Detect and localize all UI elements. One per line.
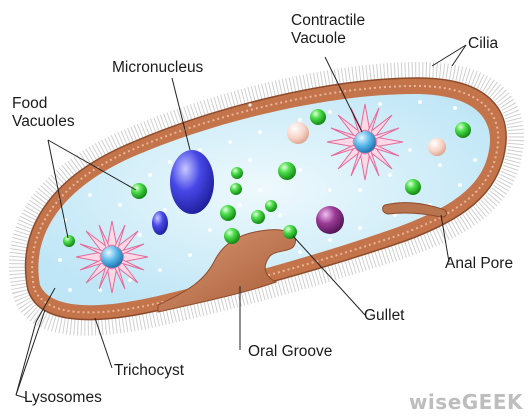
contractile-vacuole-label: Contractile Vacuole xyxy=(291,12,365,48)
food-vacuoles-label: Food Vacuoles xyxy=(12,95,75,131)
food-vacuoles-label-line2: Vacuoles xyxy=(12,113,75,131)
wisegeek-watermark: wiseGEEK xyxy=(409,390,523,414)
cilia-label: Cilia xyxy=(468,35,498,53)
small-nucleus-shape xyxy=(152,211,168,235)
gullet-label: Gullet xyxy=(364,307,405,325)
oral-groove-label: Oral Groove xyxy=(248,343,332,361)
peach-vacuole xyxy=(287,122,309,144)
lysosomes-label: Lysosomes xyxy=(24,389,102,407)
contractile-vacuole-left xyxy=(76,221,148,293)
micronucleus-label: Micronucleus xyxy=(112,59,203,77)
micronucleus-shape xyxy=(170,150,214,214)
peach-vacuole xyxy=(428,138,446,156)
contractile-vacuole-label-line2: Vacuole xyxy=(291,30,365,48)
contractile-vacuole-label-line1: Contractile xyxy=(291,12,365,30)
trichocyst-label: Trichocyst xyxy=(114,362,184,380)
purple-vacuole xyxy=(316,206,344,234)
contractile-vacuole-right xyxy=(327,104,403,180)
anal-pore-label: Anal Pore xyxy=(445,255,513,273)
food-vacuoles-label-line1: Food xyxy=(12,95,75,113)
